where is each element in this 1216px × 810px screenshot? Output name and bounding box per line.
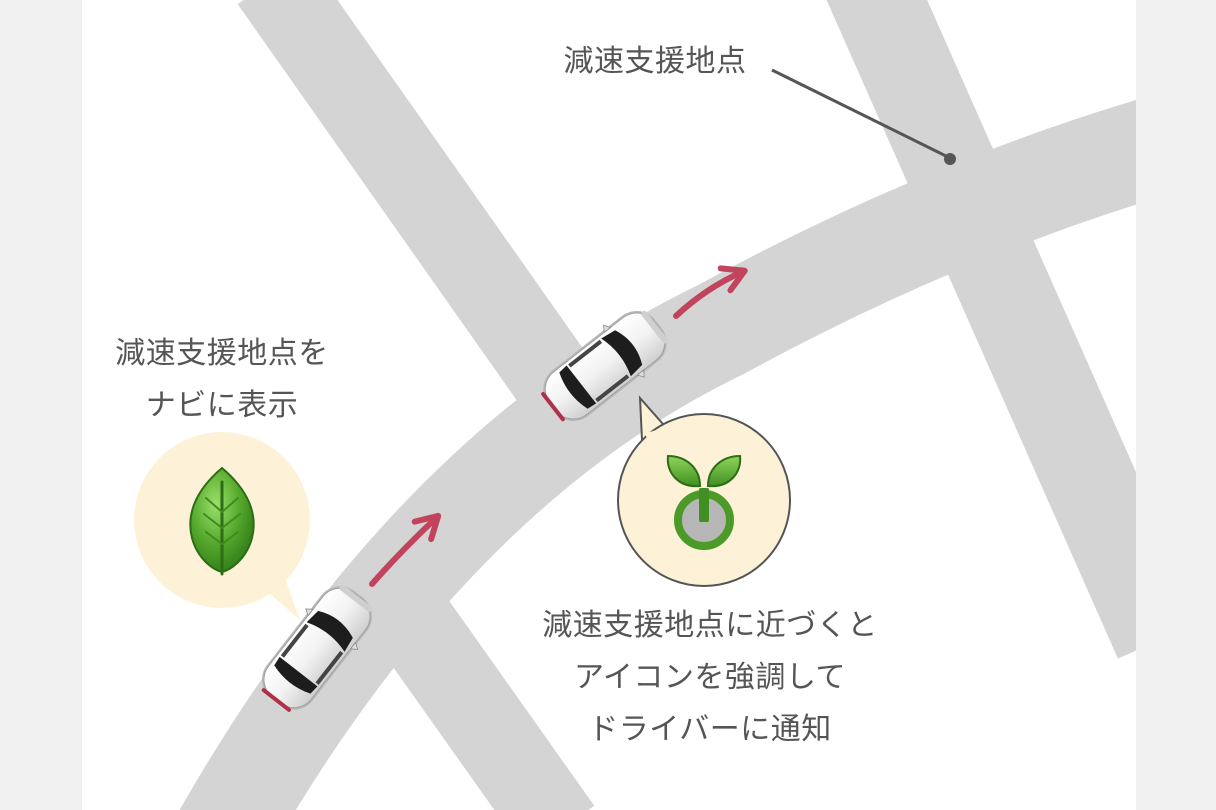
- caption-line: 減速支援地点に近づくと: [542, 608, 878, 643]
- caption-line: アイコンを強調して: [573, 660, 847, 695]
- leaf-icon: [189, 466, 255, 576]
- sprout-power-icon: [666, 454, 742, 550]
- road-diagonal-left: [237, 0, 617, 445]
- caption-line: ナビに表示: [145, 388, 299, 423]
- leader-line: [771, 68, 951, 160]
- driver-notification-caption: 減速支援地点に近づくと アイコンを強調して ドライバーに通知: [520, 600, 900, 756]
- caption-line: 減速支援地点を: [115, 336, 329, 371]
- caption-line: ドライバーに通知: [588, 712, 832, 747]
- direction-arrow-upper: [673, 265, 748, 319]
- navi-display-caption: 減速支援地点を ナビに表示: [92, 328, 352, 432]
- direction-arrow-lower: [369, 512, 442, 587]
- deceleration-point-marker: [944, 153, 956, 165]
- deceleration-point-label: 減速支援地点: [520, 36, 790, 88]
- map: [82, 0, 1136, 810]
- road-diagonal-right: [826, 0, 1136, 659]
- label-top-text: 減速支援地点: [563, 44, 747, 79]
